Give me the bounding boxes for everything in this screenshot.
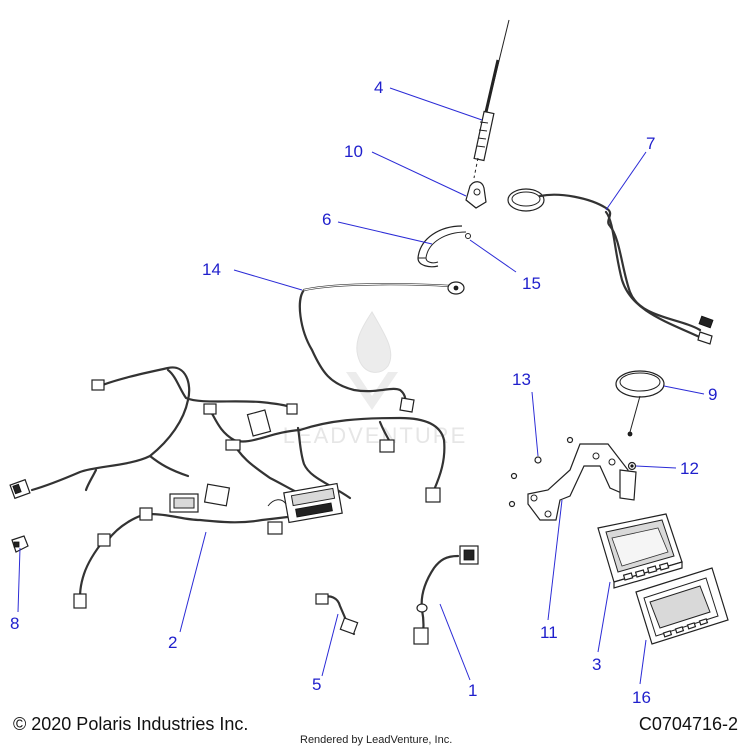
bracket-part-11: [508, 436, 637, 521]
callout-13: 13: [512, 370, 531, 389]
callout-1: 1: [468, 681, 477, 700]
screw-part-15: [465, 233, 471, 239]
copyright-text: © 2020 Polaris Industries Inc.: [13, 714, 249, 734]
callout-11: 11: [540, 623, 558, 642]
display-part-3: [597, 513, 683, 589]
cover-part-16: [635, 567, 729, 645]
callout-15: 15: [522, 274, 541, 293]
antenna-mount-part-10: [465, 181, 487, 209]
callout-14: 14: [202, 260, 221, 279]
callout-8: 8: [10, 614, 19, 633]
leader-lines: [17, 87, 705, 685]
harness-part-14: [298, 281, 465, 413]
strap-part-6: [417, 225, 467, 268]
main-harness-part-2: [9, 366, 446, 609]
drawing-number: C0704716-2: [638, 714, 738, 734]
callouts: 4 10 6 7 14 15 13 9 12 11 3 16 1 5 2 8: [10, 78, 717, 707]
callout-5: 5: [312, 675, 321, 694]
fitting-part-5: [315, 593, 359, 636]
callout-16: 16: [632, 688, 651, 707]
puck-antenna-part-9: [615, 370, 665, 437]
callout-12: 12: [680, 459, 699, 478]
callout-3: 3: [592, 655, 601, 674]
screw-part-13: [534, 456, 542, 464]
connector-part-8: [11, 535, 29, 553]
callout-2: 2: [168, 633, 177, 652]
rendered-by-text: Rendered by LeadVenture, Inc.: [300, 734, 453, 746]
callout-9: 9: [708, 385, 717, 404]
antenna-part-4: [473, 19, 510, 179]
callout-4: 4: [374, 78, 383, 97]
callout-6: 6: [322, 210, 331, 229]
screw-part-12: [627, 461, 637, 471]
gps-antenna-part-7: [507, 188, 714, 345]
callout-10: 10: [344, 142, 363, 161]
sensor-harness-part-1: [413, 545, 479, 645]
callout-7: 7: [646, 134, 655, 153]
